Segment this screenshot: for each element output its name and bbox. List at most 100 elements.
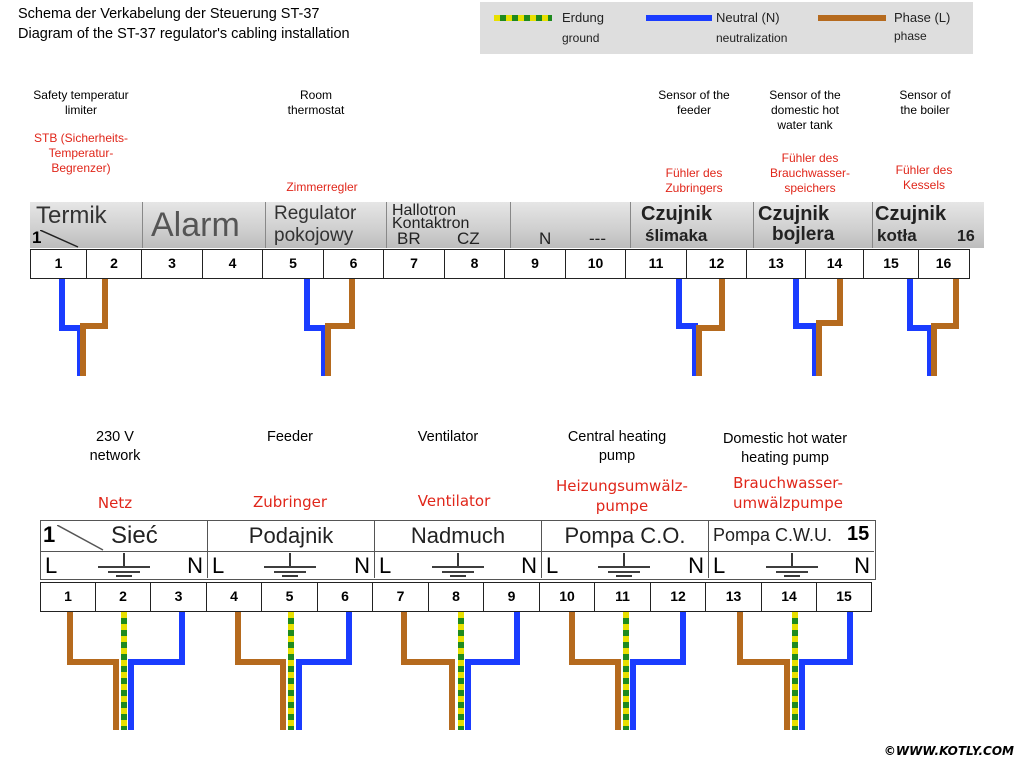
label-safety-limiter: Safety temperatur limiter bbox=[33, 88, 129, 117]
label-netz: Netz bbox=[97, 494, 133, 512]
row-l-label: L bbox=[713, 553, 726, 578]
section-czujnik-kotla: Czujnik kotła 16 bbox=[873, 202, 984, 248]
wire-neutral-pin5 bbox=[304, 279, 327, 376]
label-fuehler-brauchwasser: Fühler des Brauchwasser-speichers bbox=[769, 151, 851, 195]
label-stb: STB (Sicherheits-Temperatur-Begrenzer) bbox=[33, 131, 129, 175]
bottom-pin: 13 bbox=[705, 582, 762, 612]
section-bojlera-text2: bojlera bbox=[772, 224, 835, 245]
section-hallotron-cz: CZ bbox=[457, 229, 480, 248]
section-hallotron-text: Hallotron bbox=[392, 202, 457, 219]
top-pin: 10 bbox=[564, 249, 627, 279]
section-siec-text: Sieć bbox=[111, 522, 158, 549]
label-zimmerregler: Zimmerregler bbox=[286, 180, 358, 194]
legend-neutral-line bbox=[646, 15, 712, 21]
row-n-label: N bbox=[187, 553, 203, 578]
top-pin: 5 bbox=[262, 249, 324, 279]
label-brauchwasserumwaelzpumpe: Brauchwasser-umwälzpumpe bbox=[732, 474, 843, 512]
legend-earth-line bbox=[494, 15, 552, 21]
section-hallotron-br: BR bbox=[397, 229, 421, 248]
ground-icon bbox=[98, 553, 150, 577]
section-n-text: N bbox=[539, 229, 552, 248]
wire-neutral-pin11 bbox=[676, 279, 698, 376]
corner-diagonal bbox=[40, 230, 79, 248]
label-boiler-sensor: Sensor of the boiler bbox=[899, 88, 951, 117]
wire-neutral-pin6 bbox=[296, 612, 352, 730]
wire-neutral-pin15 bbox=[799, 612, 853, 730]
ground-icon bbox=[264, 553, 316, 577]
section-slimaka-text2: ślimaka bbox=[645, 226, 708, 245]
legend-neutral-sub: neutralization bbox=[716, 31, 788, 45]
section-hallotron-text2: Kontaktron bbox=[392, 215, 470, 232]
section-regulator-text: Regulator bbox=[274, 203, 357, 224]
bottom-pin: 4 bbox=[205, 582, 263, 612]
label-feeder-sensor: Sensor of the feeder bbox=[658, 88, 730, 117]
top-pin: 4 bbox=[201, 249, 264, 279]
corner-diagonal bbox=[57, 525, 104, 551]
label-ventilator-de: Ventilator bbox=[417, 492, 491, 510]
section-kotla-corner: 16 bbox=[957, 228, 975, 245]
row-l-label: L bbox=[212, 553, 225, 578]
wire-phase-pin13 bbox=[737, 612, 790, 730]
section-dash-text: --- bbox=[589, 229, 606, 248]
section-pompa-cwu-corner: 15 bbox=[847, 523, 870, 545]
wire-phase-pin12 bbox=[696, 279, 725, 376]
top-pin: 2 bbox=[85, 249, 143, 279]
ground-icon bbox=[432, 553, 484, 577]
section-bojlera-text: Czujnik bbox=[758, 203, 830, 225]
wire-neutral-pin15 bbox=[907, 279, 933, 376]
section-alarm-text: Alarm bbox=[151, 206, 240, 244]
section-czujnik-slimaka: Czujnik ślimaka bbox=[631, 202, 754, 248]
wire-phase-pin16 bbox=[931, 279, 959, 376]
section-slimaka-text: Czujnik bbox=[641, 203, 713, 225]
row-l-label: L bbox=[379, 553, 392, 578]
wire-neutral-pin13 bbox=[793, 279, 818, 376]
copyright: ©WWW.KOTLY.COM bbox=[883, 744, 1014, 758]
top-pin: 14 bbox=[804, 249, 865, 279]
bottom-pin: 3 bbox=[150, 582, 207, 612]
wire-phase-pin14 bbox=[816, 279, 843, 376]
bottom-pin: 14 bbox=[760, 582, 818, 612]
ground-icon bbox=[766, 553, 818, 577]
wire-phase-pin1 bbox=[67, 612, 119, 730]
bottom-pin: 11 bbox=[594, 582, 651, 612]
row-n-label: N bbox=[854, 553, 870, 578]
wire-neutral-pin3 bbox=[128, 612, 185, 730]
bottom-pin: 9 bbox=[483, 582, 540, 612]
wire-neutral-pin12 bbox=[630, 612, 686, 730]
section-czujnik-bojlera: Czujnik bojlera bbox=[754, 202, 873, 248]
legend-phase-sub: phase bbox=[894, 29, 927, 43]
section-termik-corner: 1 bbox=[32, 228, 42, 247]
wire-phase-pin7 bbox=[401, 612, 455, 730]
top-pin: 12 bbox=[685, 249, 748, 279]
row-n-label: N bbox=[521, 553, 537, 578]
label-heizungsumwaelzpumpe: Heizungsumwälz-pumpe bbox=[556, 477, 688, 515]
section-pompa-co-text: Pompa C.O. bbox=[564, 523, 686, 548]
row-n-label: N bbox=[354, 553, 370, 578]
legend-neutral-label: Neutral (N) bbox=[716, 10, 780, 25]
section-termik-text: Termik bbox=[36, 202, 107, 229]
bottom-pin: 5 bbox=[261, 582, 318, 612]
wire-phase-pin2 bbox=[80, 279, 108, 376]
top-pin-row: 1 2 3 4 5 6 7 8 9 10 11 12 13 14 15 16 bbox=[30, 249, 970, 279]
label-zubringer: Zubringer bbox=[252, 493, 328, 511]
label-room-thermostat: Room thermostat bbox=[287, 88, 345, 117]
label-dhw-heating-pump: Domestic hot water heating pump bbox=[722, 431, 848, 466]
section-kotla-text2: kotła bbox=[877, 226, 917, 245]
section-siec: 1 Sieć L N bbox=[41, 521, 208, 578]
title-english: Diagram of the ST-37 regulator's cabling… bbox=[18, 26, 350, 42]
legend-earth-sub: ground bbox=[562, 31, 600, 45]
ground-icon bbox=[598, 553, 650, 577]
section-hallotron: Hallotron Kontaktron BR CZ bbox=[387, 202, 511, 248]
section-n: N --- bbox=[511, 202, 631, 248]
row-l-label: L bbox=[45, 553, 58, 578]
section-siec-corner: 1 bbox=[43, 522, 56, 547]
section-kotla-text: Czujnik bbox=[875, 203, 947, 225]
legend: Erdung ground Neutral (N) neutralization… bbox=[480, 2, 973, 54]
